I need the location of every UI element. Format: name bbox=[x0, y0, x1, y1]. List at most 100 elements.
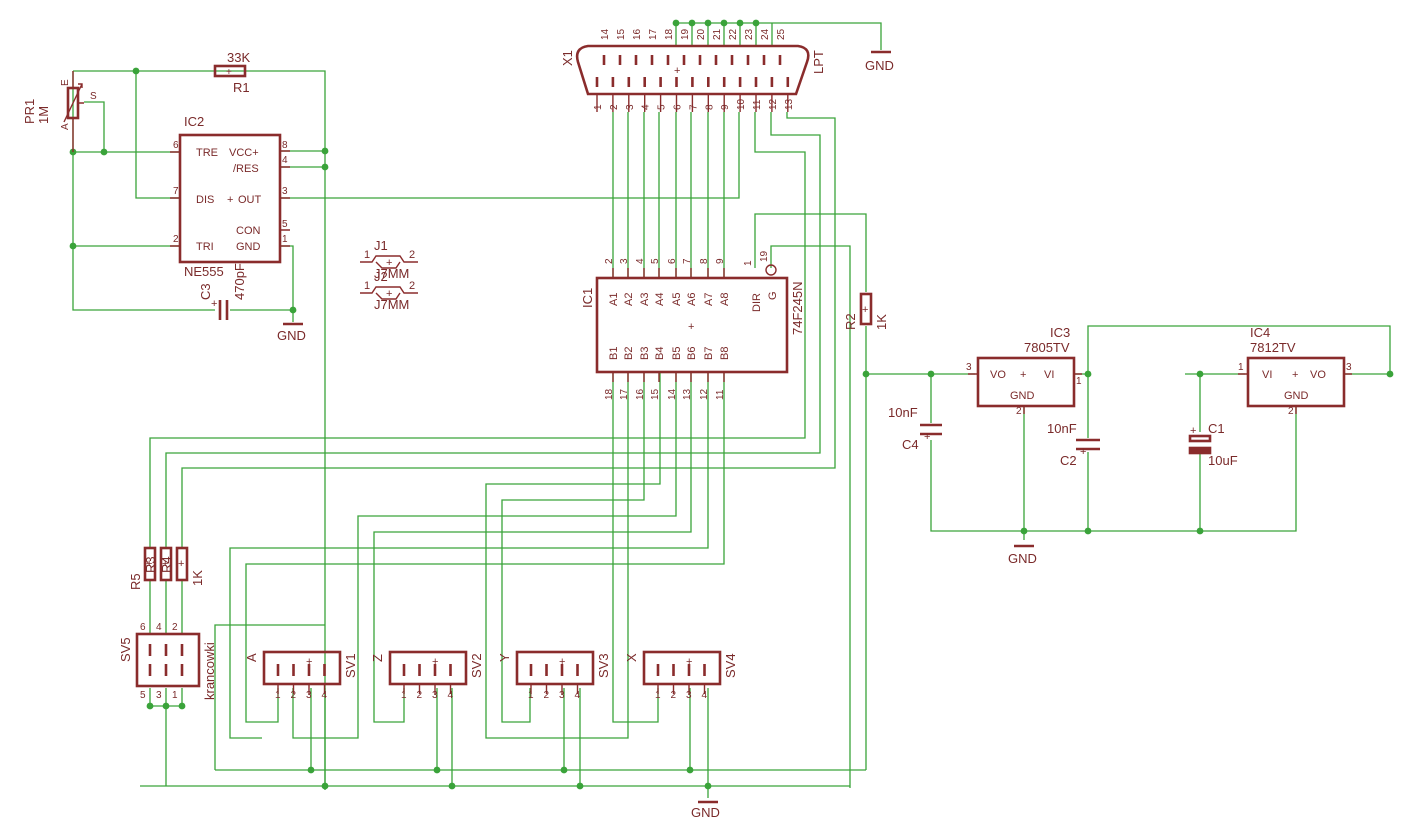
ic2-pin-num: 3 bbox=[282, 186, 288, 197]
c4-value: 10nF bbox=[888, 405, 918, 420]
gnd-label: GND bbox=[1008, 551, 1037, 566]
regulator-ic4: IC4 7812TV VI + VO GND 1 3 2 bbox=[1238, 325, 1352, 417]
ic4-pin-gnd: GND bbox=[1284, 390, 1309, 402]
r-value: 1K bbox=[190, 570, 205, 586]
ic2-pin-num: 1 bbox=[282, 234, 288, 245]
sv5-pin: 3 bbox=[156, 690, 162, 701]
svg-text:+: + bbox=[386, 257, 392, 269]
sv1-name: SV1 bbox=[343, 653, 358, 678]
ic4-pin-num: 3 bbox=[1346, 362, 1352, 373]
j2-name: J2 bbox=[374, 269, 388, 284]
ic1-pin-b-label: B8 bbox=[719, 347, 731, 360]
svg-text:+: + bbox=[1190, 425, 1196, 437]
sv-pin-number: 2 bbox=[671, 690, 677, 701]
lpt-pin-number: 22 bbox=[728, 28, 739, 40]
ic2-pin-tri: TRI bbox=[196, 241, 214, 253]
gnd-symbol: GND bbox=[691, 800, 720, 820]
pr1-name: PR1 bbox=[22, 99, 37, 124]
ic2-part: NE555 bbox=[184, 264, 224, 279]
sv-pin-number: 1 bbox=[401, 690, 407, 701]
ic2-pin-dis: DIS bbox=[196, 194, 214, 206]
ic2-pin-con: CON bbox=[236, 225, 261, 237]
svg-text:+: + bbox=[386, 288, 392, 300]
gnd-label: GND bbox=[691, 805, 720, 820]
c3-value: 470pF bbox=[232, 263, 247, 300]
lpt-pin-number: 16 bbox=[632, 28, 643, 40]
sv-pin-number: 2 bbox=[544, 690, 550, 701]
lpt-pin-number: 24 bbox=[760, 28, 771, 40]
ic3-name: IC3 bbox=[1050, 325, 1070, 340]
sv-origin-mark: + bbox=[686, 656, 692, 668]
sv5-name: SV5 bbox=[118, 637, 133, 662]
j1-part: J7MM bbox=[374, 266, 409, 281]
svg-text:+: + bbox=[674, 65, 680, 77]
sv5-pin: 6 bbox=[140, 622, 146, 633]
ic1-pin-b-label: B7 bbox=[703, 347, 715, 360]
j1-name: J1 bbox=[374, 238, 388, 253]
lpt-pin-number: 12 bbox=[768, 98, 779, 110]
sv5-pin: 5 bbox=[140, 690, 146, 701]
ic3-pin-num: 1 bbox=[1076, 376, 1082, 387]
jumper-j2: J2 1 2 + J7MM bbox=[360, 269, 418, 312]
ic2-pin-tre: TRE bbox=[196, 147, 218, 159]
j2-pin: 1 bbox=[364, 280, 370, 292]
ic1-pin-number: 16 bbox=[635, 388, 646, 400]
r5-name: R5 bbox=[128, 573, 143, 590]
ic2-pin-num: 4 bbox=[282, 155, 288, 166]
ic1-pin-number: 9 bbox=[715, 258, 726, 264]
ic2-pin-num: 7 bbox=[173, 186, 179, 197]
capacitor-c2: + 10nF C2 bbox=[1047, 421, 1100, 468]
sv-pin-number: 4 bbox=[322, 690, 328, 701]
ic4-name: IC4 bbox=[1250, 325, 1270, 340]
sv2-axis: Z bbox=[370, 654, 385, 662]
sv-origin-mark: + bbox=[306, 656, 312, 668]
c1-name: C1 bbox=[1208, 421, 1225, 436]
ic1-pin-a-label: A1 bbox=[608, 293, 620, 306]
ic1-pin-a-label: A3 bbox=[639, 293, 651, 306]
ic1-pin-a-label: A6 bbox=[686, 293, 698, 306]
junctions bbox=[69, 19, 1394, 790]
ic2-name: IC2 bbox=[184, 114, 204, 129]
lpt-pin-number: 18 bbox=[664, 28, 675, 40]
lpt-pin-number: 25 bbox=[776, 28, 787, 40]
ic1-pin-a-label: A2 bbox=[623, 293, 635, 306]
svg-text:+: + bbox=[146, 558, 152, 570]
ic2-pin-num: 6 bbox=[173, 140, 179, 151]
ic2-pin-out: OUT bbox=[238, 194, 262, 206]
x1-part: LPT bbox=[811, 50, 826, 74]
sv-pin-number: 1 bbox=[528, 690, 534, 701]
ic1-pin-number: 11 bbox=[715, 389, 726, 400]
resistor-r1: 33K R1 + bbox=[213, 50, 250, 95]
resistor-r2: + R2 1K bbox=[843, 292, 889, 330]
sv-pin-number: 4 bbox=[448, 690, 454, 701]
j1-pin: 2 bbox=[409, 249, 415, 261]
ic4-pin-vi: VI bbox=[1262, 369, 1272, 381]
ic1-pin-a-label: A4 bbox=[654, 293, 666, 306]
ic2-pin-num: 2 bbox=[173, 234, 179, 245]
ic4-part: 7812TV bbox=[1250, 340, 1296, 355]
ic4-pin-vo: VO bbox=[1310, 369, 1326, 381]
ic2-ne555: IC2 NE555 TRE VCC+ /RES DIS + OUT CON TR… bbox=[170, 114, 290, 279]
gnd-symbol: GND bbox=[277, 322, 306, 343]
ic1-pin-number: 17 bbox=[619, 388, 630, 400]
ic1-pin-number: 2 bbox=[604, 258, 615, 264]
sv5-pin: 4 bbox=[156, 622, 162, 633]
gnd-symbol: GND bbox=[1008, 544, 1037, 566]
r2-value: 1K bbox=[874, 314, 889, 330]
x1-name: X1 bbox=[560, 50, 575, 66]
sv5-label: krancowki bbox=[202, 642, 217, 700]
ic1-pin-dir: DIR bbox=[751, 293, 763, 312]
ic1-pin-a-label: A5 bbox=[671, 293, 683, 306]
r1-value: 33K bbox=[227, 50, 250, 65]
svg-text:+: + bbox=[226, 67, 232, 78]
lpt-pin-number: 21 bbox=[712, 28, 723, 40]
ic3-pin-vi: VI bbox=[1044, 369, 1054, 381]
c3-name: C3 bbox=[198, 283, 213, 300]
lpt-pin-number: 14 bbox=[600, 28, 611, 40]
lpt-pin-number: 10 bbox=[736, 98, 747, 110]
svg-text:+: + bbox=[862, 304, 868, 316]
sv5-pin: 1 bbox=[172, 690, 178, 701]
c1-value: 10uF bbox=[1208, 453, 1238, 468]
sv1-axis: A bbox=[244, 653, 259, 662]
